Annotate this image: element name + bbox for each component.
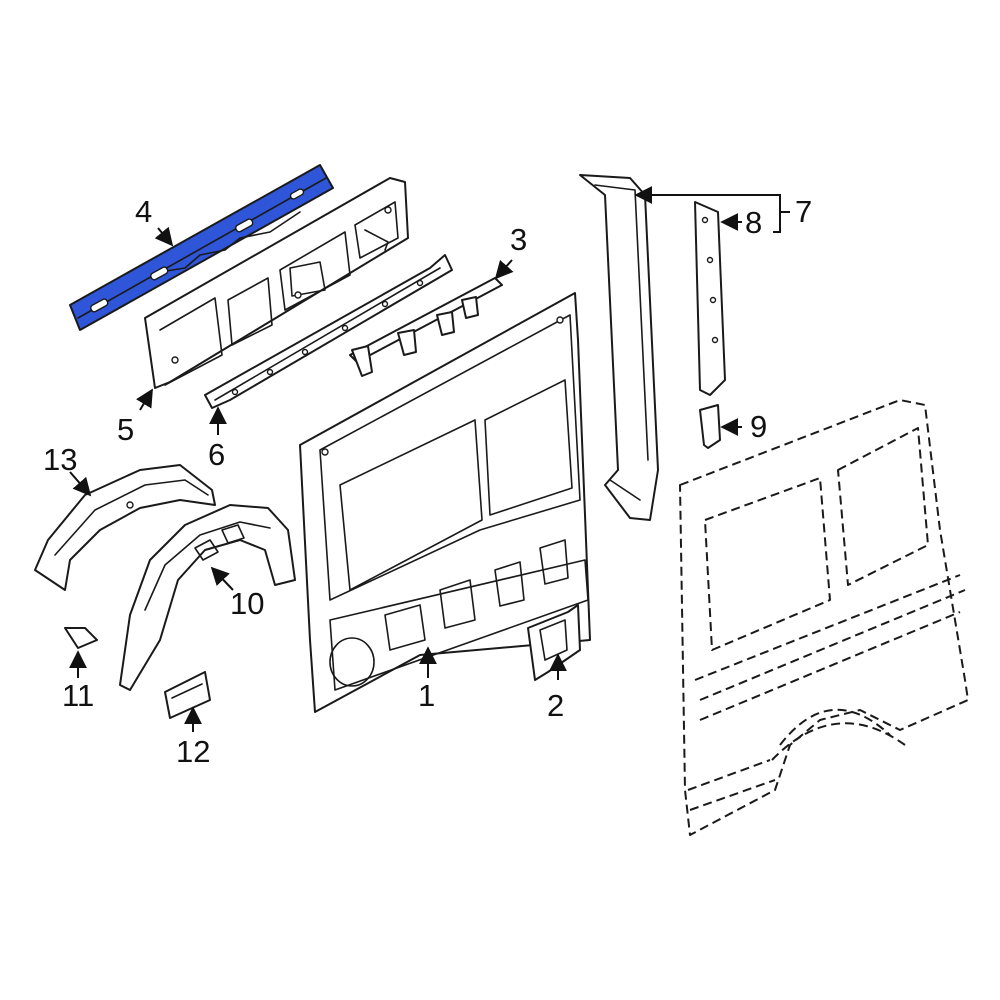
leader-10 [210, 566, 234, 591]
callout-7: 7 [795, 194, 812, 229]
part-1-side-panel[interactable] [299, 292, 591, 713]
callout-9: 9 [750, 409, 767, 444]
callout-1: 1 [418, 678, 435, 713]
part-10-wheel-house-inner[interactable] [119, 504, 296, 691]
part-7-pillar[interactable] [579, 174, 659, 521]
callout-labels: 1 2 3 4 5 6 7 8 9 10 11 12 13 [43, 194, 812, 769]
callout-6: 6 [208, 437, 225, 472]
part-9-bracket[interactable] [699, 404, 721, 449]
callout-8: 8 [745, 205, 762, 240]
leader-3 [494, 259, 514, 280]
callout-12: 12 [176, 734, 210, 769]
part-5-upper-panel[interactable] [144, 177, 409, 389]
leader-4 [154, 226, 174, 247]
part-4-rail[interactable] [69, 164, 334, 331]
callout-3: 3 [510, 222, 527, 257]
leader-13 [69, 471, 92, 497]
leader-7-bracket [642, 194, 790, 233]
van-body-outline [679, 399, 969, 836]
leader-lines [69, 186, 790, 732]
part-12-bracket[interactable] [164, 671, 211, 719]
callout-11: 11 [62, 678, 94, 713]
callout-10: 10 [230, 586, 264, 621]
callout-13: 13 [43, 442, 77, 477]
part-2-bracket[interactable] [527, 604, 581, 681]
part-3-bracket[interactable] [349, 277, 503, 377]
callout-2: 2 [547, 688, 564, 723]
leader-5 [135, 388, 153, 411]
part-11-clip[interactable] [64, 627, 98, 649]
part-8-reinforcement[interactable] [694, 201, 726, 396]
callout-4: 4 [135, 194, 152, 229]
callout-5: 5 [117, 412, 134, 447]
